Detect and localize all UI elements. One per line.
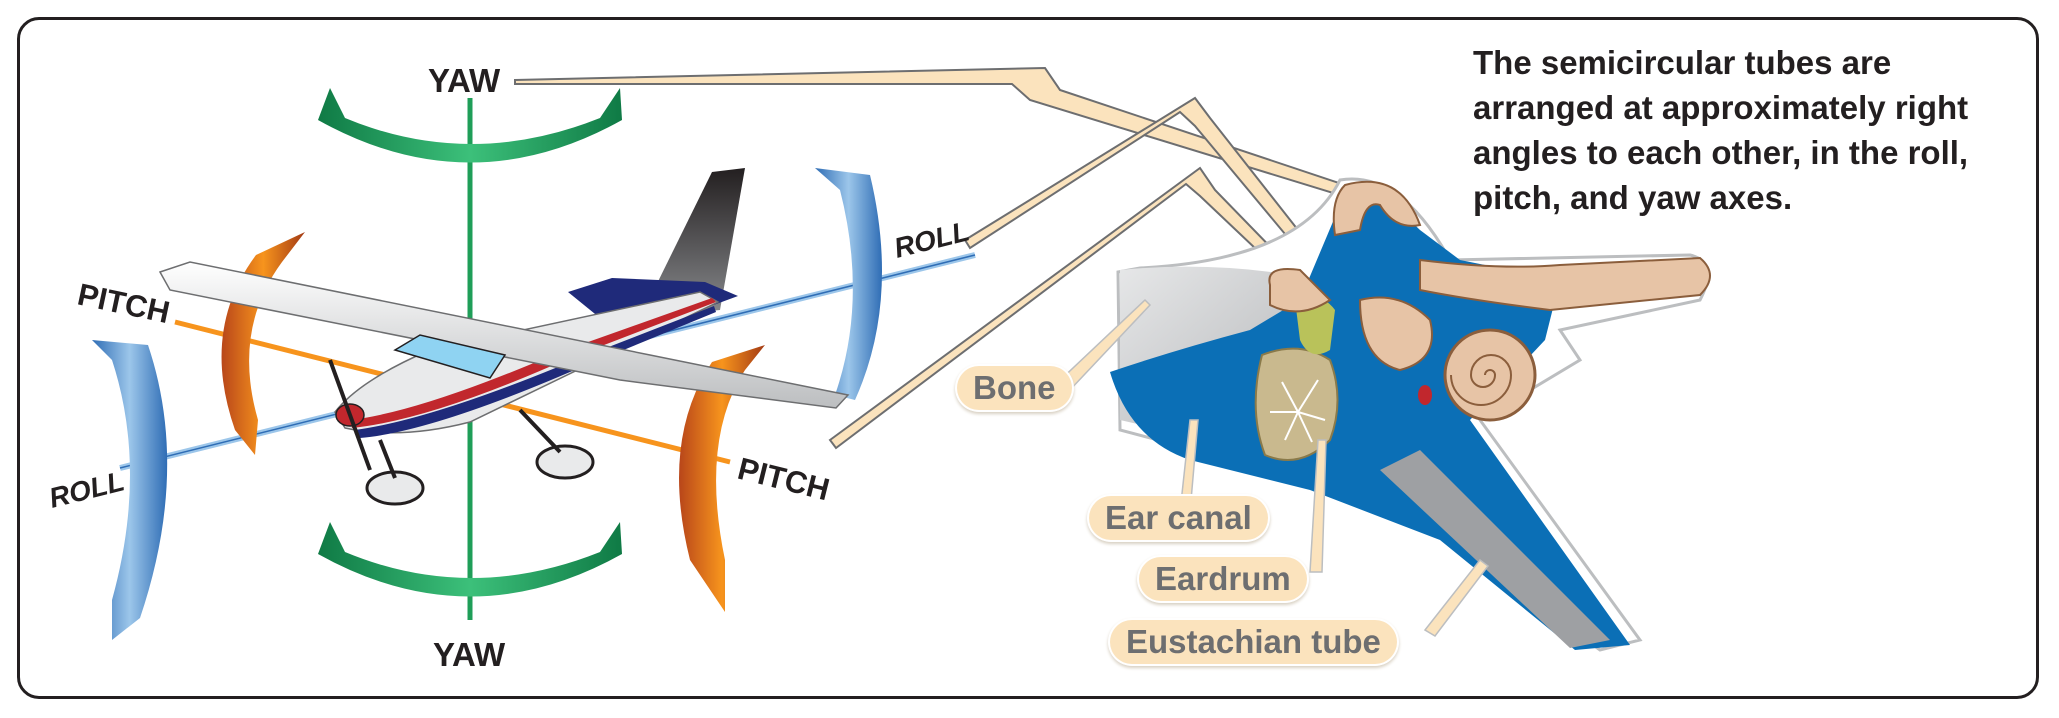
explanation-caption: The semicircular tubes are arranged at a… <box>1473 44 1969 216</box>
inner-ear <box>1110 177 1711 652</box>
label-bone: Bone <box>957 366 1072 410</box>
pitch-label-left: PITCH <box>75 277 173 331</box>
bone-ridge <box>1419 256 1711 312</box>
cochlea <box>1443 328 1537 422</box>
ear-label-leaders <box>1053 298 1490 637</box>
roll-arrows <box>92 168 976 640</box>
yaw-label-bottom: YAW <box>433 636 506 673</box>
airplane-stripe-blue <box>355 306 716 438</box>
round-window <box>1418 385 1432 405</box>
airplane-wing <box>158 261 850 409</box>
vestibule <box>1358 296 1433 372</box>
yaw-arrow-bottom <box>318 522 622 597</box>
roll-arrow-right <box>815 168 882 400</box>
yaw-label-top: YAW <box>428 62 501 99</box>
eardrum-rays <box>1270 379 1326 443</box>
airplane-wheel-left <box>365 470 425 506</box>
semicircular-canals <box>1268 180 1422 313</box>
yaw-arrow-top <box>318 88 622 163</box>
airplane-wheel-right <box>535 444 595 480</box>
eustachian-tube-shade <box>1380 450 1610 648</box>
airplane-cockpit-windows <box>393 334 507 379</box>
roll-arrow-left <box>92 340 168 640</box>
airplane <box>158 168 850 506</box>
label-ear-canal: Ear canal <box>1089 496 1268 540</box>
pitch-arrow-right <box>679 345 765 612</box>
roll-label-bottom: ROLL <box>46 465 127 514</box>
pitch-label-right: PITCH <box>734 451 833 507</box>
label-eardrum: Eardrum <box>1139 557 1307 601</box>
cochlea-spiral <box>1450 354 1513 406</box>
airplane-stripe <box>350 298 716 428</box>
label-eustachian-tube: Eustachian tube <box>1110 620 1397 664</box>
